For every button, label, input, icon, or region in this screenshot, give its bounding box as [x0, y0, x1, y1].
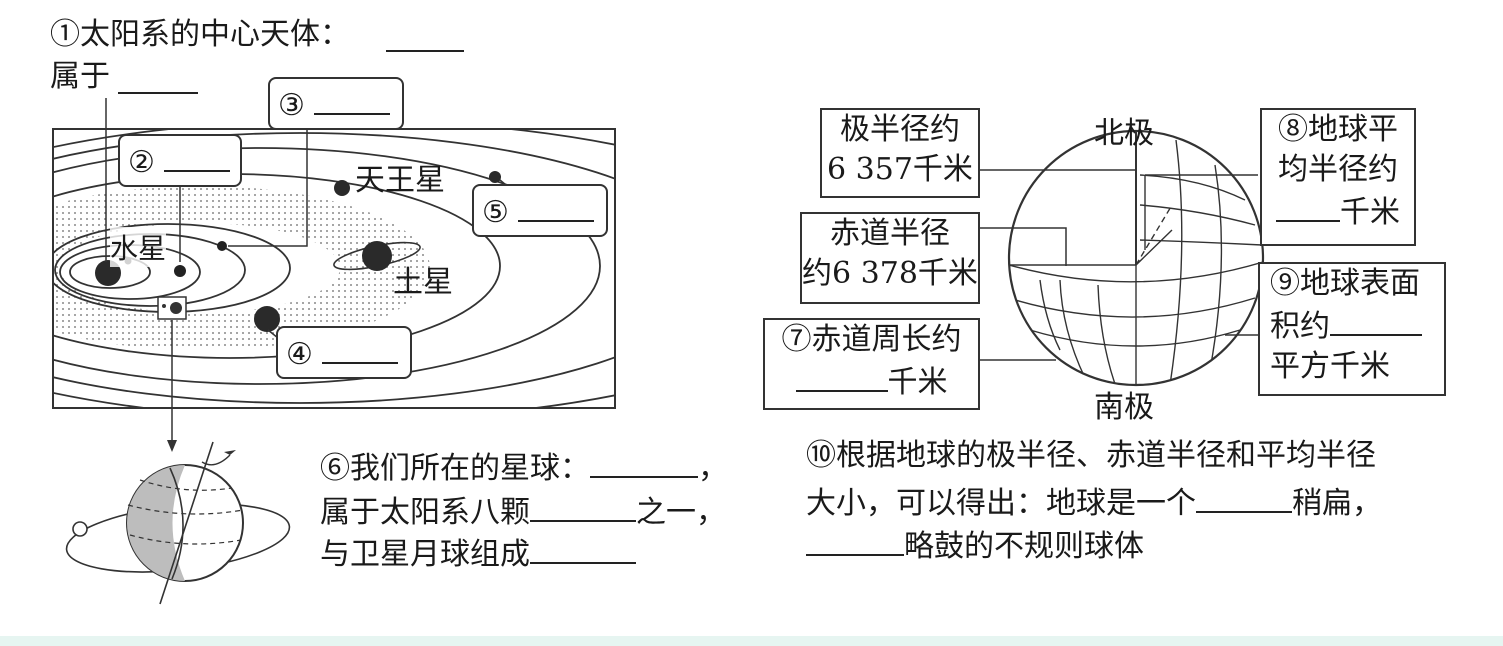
q6-line2-end: 之一，: [636, 495, 726, 530]
q6-line1: ⑥我们所在的星球： ，: [320, 446, 728, 488]
surface-area-line2: 积约: [1270, 304, 1444, 347]
equatorial-radius-box: 赤道半径 约6 378千米: [800, 212, 980, 304]
q6-line2: 属于太阳系八颗 之一，: [320, 490, 726, 532]
label-box-4: ④: [276, 326, 412, 379]
polar-radius-box: 极半径约 6 357千米: [820, 108, 980, 198]
label-box-2: ②: [118, 134, 242, 187]
label-box-2-number: ②: [128, 145, 155, 180]
q10-line2-start: 大小，可以得出：地球是一个: [806, 486, 1196, 521]
answer-blank-10a[interactable]: [1196, 481, 1292, 513]
q1-line1: ①太阳系的中心天体：: [50, 17, 350, 52]
uranus-planet: [334, 180, 350, 196]
jupiter-planet: [254, 306, 280, 332]
mercury-label: 水星: [110, 227, 167, 267]
earth-leader-lines: [980, 169, 1258, 361]
answer-blank-6c[interactable]: [530, 532, 636, 564]
answer-blank-6b[interactable]: [530, 490, 636, 522]
equatorial-radius-line2: 约6 378千米: [802, 256, 978, 291]
label-box-4-number: ④: [286, 337, 313, 372]
south-pole-label: 南极: [1094, 390, 1154, 425]
q6-line1-text: ⑥我们所在的星球：: [320, 451, 590, 486]
answer-blank-8[interactable]: [1276, 190, 1340, 222]
mean-radius-line3: 千米: [1262, 190, 1414, 233]
q10-line2-end: 稍扁，: [1292, 486, 1382, 521]
answer-blank-4[interactable]: [322, 332, 399, 364]
label-box-5: ⑤: [472, 184, 608, 237]
uranus-label: 天王星: [355, 163, 445, 198]
earth-axis: [159, 441, 214, 605]
q1-line2: 属于: [50, 59, 110, 94]
surface-area-line1: ⑨地球表面: [1270, 266, 1420, 301]
saturn-planet: [362, 241, 392, 271]
bottom-band: [0, 636, 1503, 646]
moon-small: [72, 521, 88, 537]
moon-dot: [162, 304, 166, 308]
saturn-label: 土星: [393, 265, 453, 300]
q6-line2-start: 属于太阳系八颗: [320, 495, 530, 530]
polar-radius-line2: 6 357千米: [827, 152, 973, 187]
mean-radius-line1: ⑧地球平: [1278, 112, 1398, 147]
answer-blank-9[interactable]: [1330, 304, 1422, 336]
equator-circumference-box: ⑦赤道周长约 千米: [763, 318, 980, 410]
solar-system-diagram: [52, 98, 616, 452]
q10-line3-text: 略鼓的不规则球体: [904, 529, 1144, 564]
venus-planet: [174, 265, 186, 277]
mean-radius-box: ⑧地球平 均半径约 千米: [1260, 108, 1416, 246]
answer-blank-10b[interactable]: [806, 524, 904, 556]
equatorial-radius-line1: 赤道半径: [830, 216, 950, 251]
surface-area-box: ⑨地球表面 积约 平方千米: [1258, 262, 1446, 396]
answer-blank-2[interactable]: [164, 140, 231, 172]
mean-radius-line2: 均半径约: [1278, 152, 1398, 187]
answer-blank-3[interactable]: [314, 83, 391, 115]
q6-line3-text: 与卫星月球组成: [320, 537, 530, 572]
answer-blank-7[interactable]: [795, 360, 888, 392]
q10-line3: 略鼓的不规则球体: [806, 524, 1144, 566]
equator-circumference-line2: 千米: [765, 360, 978, 403]
q6-line1-end: ，: [698, 451, 728, 486]
answer-blank-5[interactable]: [518, 190, 595, 222]
neptune-planet: [489, 171, 501, 183]
answer-blank-6a[interactable]: [590, 446, 698, 478]
north-pole-label: 北极: [1094, 116, 1154, 151]
equator-circumference-line1: ⑦赤道周长约: [781, 322, 962, 357]
q10-line1: ⑩根据地球的极半径、赤道半径和平均半径: [806, 438, 1376, 473]
surface-area-line3: 平方千米: [1270, 349, 1390, 384]
answer-blank-lines: [118, 50, 464, 94]
label-box-3-number: ③: [278, 88, 305, 123]
earth-orbit-illustration: [65, 441, 291, 605]
label-box-3: ③: [268, 77, 404, 130]
earth-planet: [170, 302, 182, 314]
q10-line2: 大小，可以得出：地球是一个 稍扁，: [806, 481, 1382, 523]
earth-shape-diagram: [980, 129, 1265, 387]
polar-radius-line1: 极半径约: [840, 112, 960, 147]
label-box-5-number: ⑤: [482, 195, 509, 230]
earth-pointer-arrowhead: [167, 440, 177, 452]
mars-planet: [217, 241, 227, 251]
q6-line3: 与卫星月球组成: [320, 532, 636, 574]
